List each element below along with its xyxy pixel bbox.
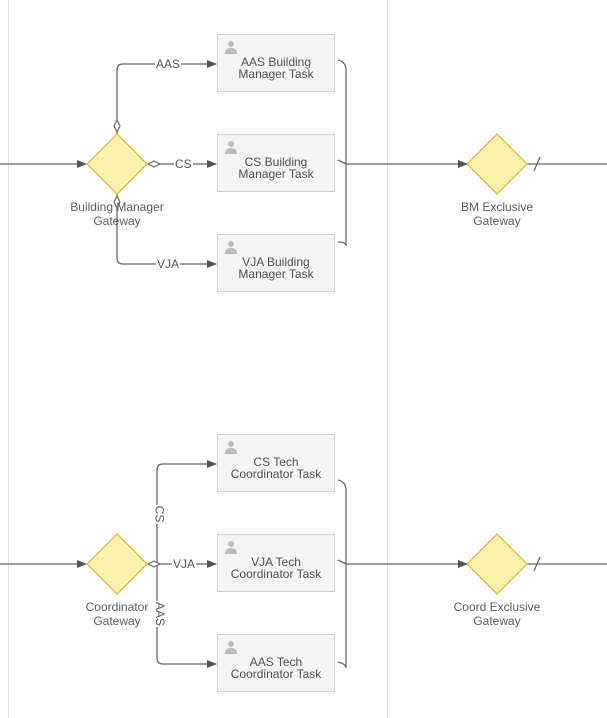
task-title-line1: CS Tech bbox=[253, 455, 299, 469]
gateway-label-line1: Coordinator bbox=[85, 600, 149, 614]
lane1-origin-marker-bottom bbox=[113, 194, 121, 210]
flow-label-vja: VJA bbox=[172, 557, 197, 571]
flow-label-aas: AAS bbox=[155, 57, 182, 71]
flow-label-cs-vertical: CS bbox=[152, 504, 167, 524]
task-title-line1: VJA Tech bbox=[251, 555, 301, 569]
coord-exclusive-gateway[interactable] bbox=[466, 533, 528, 595]
coord-exclusive-gateway-label: Coord Exclusive Gateway bbox=[437, 600, 557, 628]
user-icon bbox=[225, 641, 237, 654]
bm-exclusive-gateway[interactable] bbox=[466, 133, 528, 195]
task-title-line2: Coordinator Task bbox=[230, 567, 322, 581]
exclusive-label-line1: BM Exclusive bbox=[460, 200, 534, 214]
task-title-line2: Manager Task bbox=[238, 267, 314, 281]
gateway-label-line2: Gateway bbox=[93, 214, 141, 228]
coordinator-gateway-label: Coordinator Gateway bbox=[57, 600, 177, 628]
building-manager-gateway-label: Building Manager Gateway bbox=[57, 200, 177, 228]
gateway-label-line2: Gateway bbox=[93, 614, 141, 628]
task-title-line1: CS Building bbox=[244, 155, 308, 169]
exclusive-label-line2: Gateway bbox=[473, 214, 521, 228]
lane1-origin-marker-top bbox=[113, 118, 121, 134]
exclusive-label-line2: Gateway bbox=[473, 614, 521, 628]
user-icon bbox=[225, 41, 237, 54]
building-manager-gateway[interactable] bbox=[86, 133, 148, 195]
user-icon bbox=[225, 141, 237, 154]
task-title-line1: AAS Tech bbox=[249, 655, 303, 669]
lane2-origin-marker bbox=[146, 560, 162, 568]
exclusive-label-line1: Coord Exclusive bbox=[453, 600, 541, 614]
bm-exclusive-gateway-label: BM Exclusive Gateway bbox=[437, 200, 557, 228]
flow-label-aas-vertical: AAS bbox=[153, 600, 168, 628]
task-title-line2: Coordinator Task bbox=[230, 467, 322, 481]
user-icon bbox=[225, 241, 237, 254]
flow-label-vja: VJA bbox=[156, 257, 181, 271]
task-title-line2: Manager Task bbox=[238, 167, 314, 181]
task-title-line1: VJA Building bbox=[242, 255, 310, 269]
task-title-line1: AAS Building bbox=[240, 55, 312, 69]
task-title-line2: Manager Task bbox=[238, 67, 314, 81]
user-icon bbox=[225, 441, 237, 454]
coordinator-gateway[interactable] bbox=[86, 533, 148, 595]
gateway-label-line1: Building Manager bbox=[70, 200, 164, 214]
lane1-origin-marker-mid bbox=[146, 160, 162, 168]
flow-label-cs: CS bbox=[174, 157, 193, 171]
user-icon bbox=[225, 541, 237, 554]
task-title-line2: Coordinator Task bbox=[230, 667, 322, 681]
